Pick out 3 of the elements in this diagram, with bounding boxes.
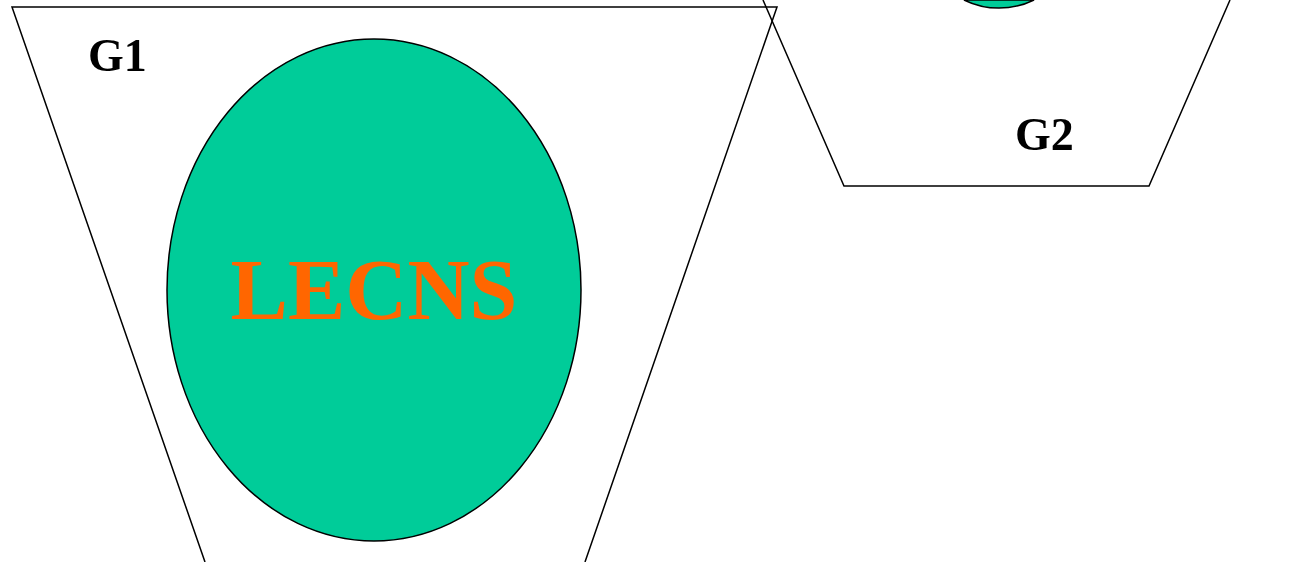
group-label: G2 <box>1015 112 1074 158</box>
ellipse-label: LECNS <box>230 247 518 333</box>
group-label: G1 <box>88 33 147 79</box>
